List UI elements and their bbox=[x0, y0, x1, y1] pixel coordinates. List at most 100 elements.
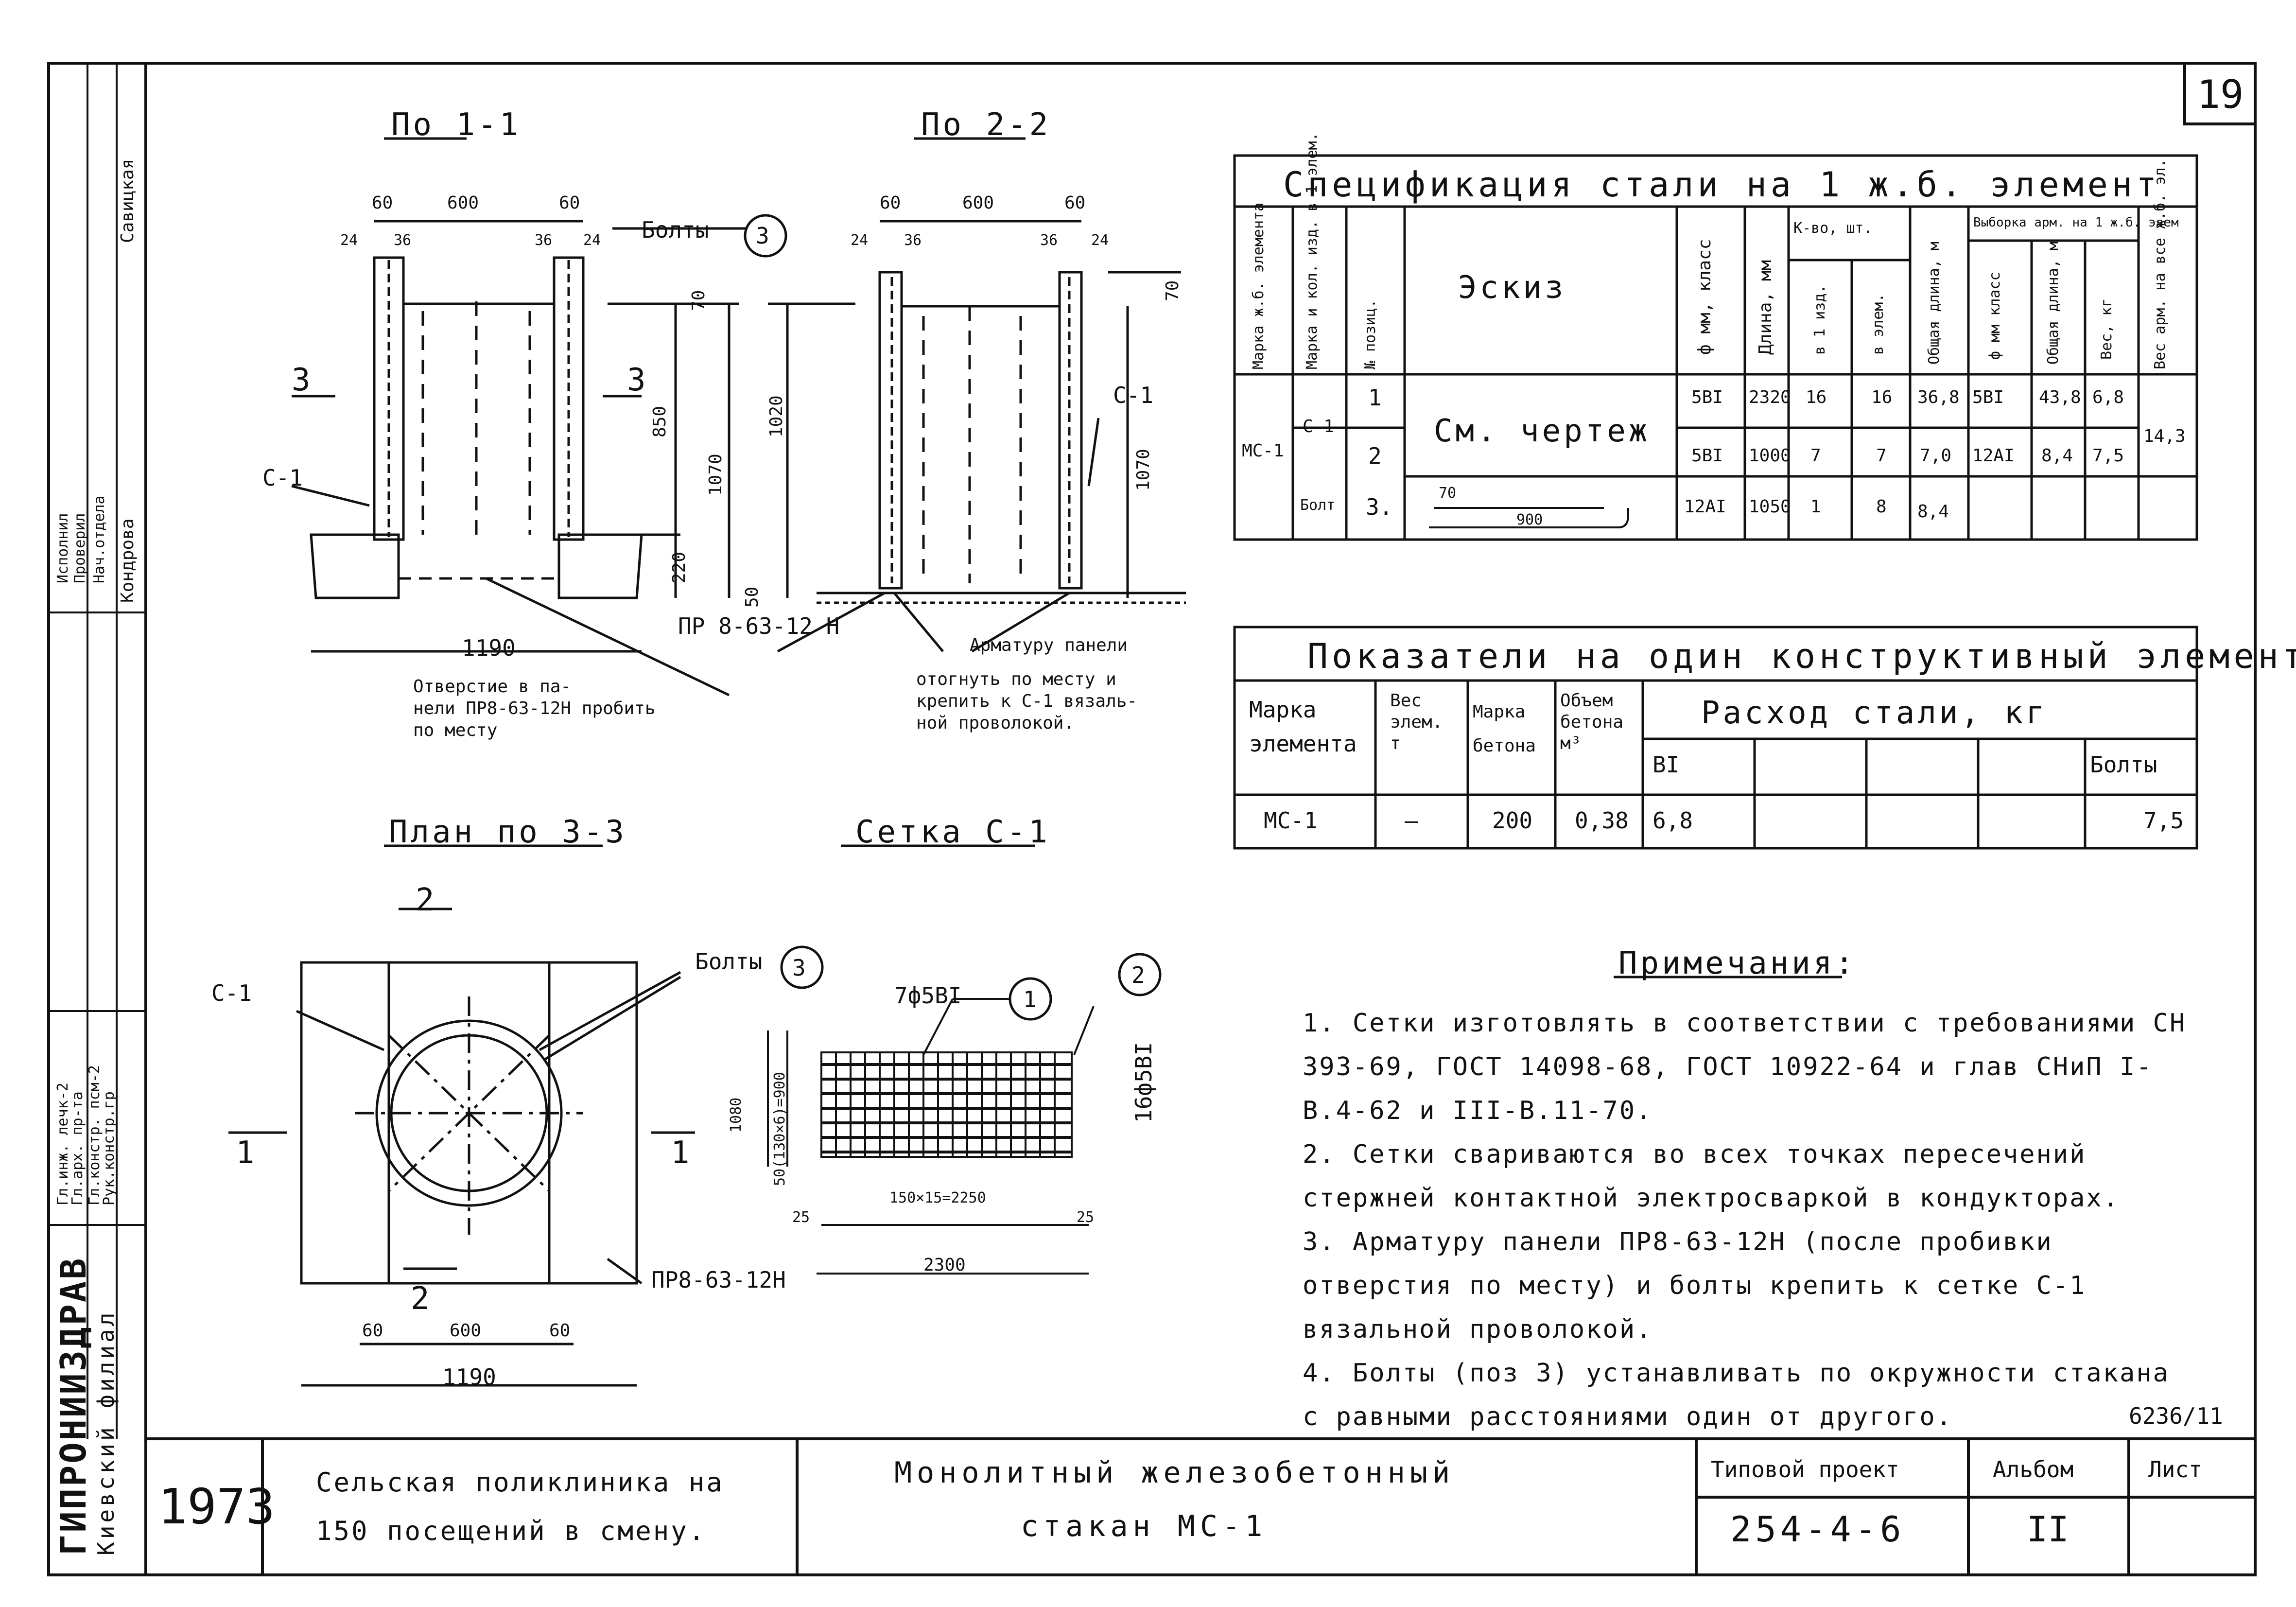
note-item-3: 3. Арматуру панели ПР8-63-12Н (после про… bbox=[1303, 1227, 2087, 1344]
callout-1-mesh bbox=[1009, 977, 1052, 1021]
dim-1190-plan: 1190 bbox=[442, 1364, 496, 1390]
ind-mark: МС-1 bbox=[1264, 807, 1318, 834]
section-mark-1-right: 1 bbox=[671, 1135, 693, 1171]
name-1: Савицкая bbox=[118, 158, 138, 243]
callout-3-section bbox=[744, 214, 787, 258]
spec-r2-sel-len: 8,4 bbox=[2041, 446, 2073, 466]
spec-table-title: Спецификация стали на 1 ж.б. элемент bbox=[1283, 165, 2161, 205]
ind-b1: 6,8 bbox=[1652, 807, 1693, 834]
spec-element: МС-1 bbox=[1242, 441, 1284, 461]
ind-h-concrete: Марка бетона bbox=[1473, 702, 1536, 756]
label-pr-plan: ПР8-63-12Н bbox=[651, 1267, 786, 1293]
dim-600-plan: 600 bbox=[450, 1321, 482, 1341]
spec-r3-sketch-b: 900 bbox=[1516, 511, 1543, 528]
spec-sketch-ref: См. чертеж bbox=[1434, 413, 1651, 449]
name-2: Кондрова bbox=[118, 518, 138, 603]
ind-concrete: 200 bbox=[1492, 807, 1533, 834]
spec-h-total: Общая длина, м bbox=[1926, 242, 1943, 365]
spec-r2-qty-elem: 7 bbox=[1876, 446, 1887, 466]
ind-bolts: 7,5 bbox=[2143, 807, 2184, 834]
role-5: Исполнил bbox=[54, 513, 71, 584]
spec-h-element: Марка ж.б. элемента bbox=[1250, 202, 1267, 369]
ind-weight: — bbox=[1405, 807, 1418, 834]
dim-2300: 2300 bbox=[923, 1255, 966, 1275]
note-hole-2: нели ПР8-63-12Н пробить bbox=[413, 699, 656, 718]
dim-1020: 1020 bbox=[766, 395, 786, 437]
dim-600: 600 bbox=[447, 193, 479, 213]
spec-h-sketch: Эскиз bbox=[1458, 270, 1566, 306]
ind-h-bolts: Болты bbox=[2090, 751, 2157, 778]
dim-1070-s2: 1070 bbox=[1133, 449, 1153, 491]
section-mark-2-bottom: 2 bbox=[411, 1281, 433, 1317]
spec-r2-dia: 5ВI bbox=[1691, 446, 1723, 466]
section-mark-2-top: 2 bbox=[416, 882, 437, 918]
role-4: Рук.констр.гр bbox=[101, 1091, 118, 1205]
spec-r3-qty-elem: 8 bbox=[1876, 497, 1887, 517]
callout-3-plan bbox=[780, 945, 824, 989]
sheet-number: 19 bbox=[2197, 72, 2244, 117]
title-year: 1973 bbox=[158, 1478, 275, 1535]
role-3: Гл.констр. псм-2 bbox=[86, 1065, 103, 1205]
spec-r1-sel-dia: 5ВI bbox=[1972, 387, 2004, 407]
note-item-2: 2. Сетки свариваются во всех точках пере… bbox=[1303, 1140, 2120, 1213]
label-c1-section: С-1 bbox=[262, 465, 303, 491]
spec-r3-item: Болт bbox=[1300, 497, 1336, 514]
spec-h-qty-prod: в 1 изд. bbox=[1811, 284, 1828, 355]
dim-850: 850 bbox=[650, 405, 670, 437]
spec-r1-pos: 1 bbox=[1368, 384, 1382, 411]
spec-r1-qty-prod: 16 bbox=[1806, 387, 1827, 407]
spec-h-sel-w: Вес, кг bbox=[2098, 298, 2115, 360]
spec-r1-dia: 5ВI bbox=[1691, 387, 1723, 407]
label-mesh-side-bar: 16ф5ВI bbox=[1131, 1042, 1157, 1123]
dim-60-left: 60 bbox=[372, 193, 393, 213]
dim-60-plan-right: 60 bbox=[549, 1321, 571, 1341]
title-project: Сельская поликлиника на 150 посещений в … bbox=[316, 1467, 724, 1546]
dim-24-s2-left: 24 bbox=[851, 232, 869, 249]
dim-25-right: 25 bbox=[1077, 1209, 1095, 1226]
dim-1190-section: 1190 bbox=[462, 635, 516, 661]
spec-h-sel-len: Общая длина, м bbox=[2045, 242, 2062, 365]
dim-60-plan-left: 60 bbox=[362, 1321, 383, 1341]
spec-r3-pos: 3. bbox=[1366, 494, 1393, 520]
dim-24-s2-right: 24 bbox=[1091, 232, 1109, 249]
spec-r3-dia: 12АI bbox=[1684, 497, 1726, 517]
view-title-section-2-2: По 2-2 bbox=[921, 107, 1051, 143]
type-project-label: Типовой проект bbox=[1711, 1456, 1899, 1483]
dim-24-left: 24 bbox=[340, 232, 358, 249]
spec-h-product: Марка и кол. изд. в 1 элем. bbox=[1304, 132, 1321, 369]
label-mesh-top-bar: 7ф5ВI bbox=[894, 982, 962, 1009]
callout-3-label: 3 bbox=[756, 223, 769, 249]
spec-r1-qty-elem: 16 bbox=[1871, 387, 1893, 407]
spec-r1-sel-len: 43,8 bbox=[2039, 387, 2081, 407]
org-branch: Киевский филиал bbox=[93, 1310, 119, 1555]
dim-36-s2-left: 36 bbox=[904, 232, 922, 249]
section-mark-1-left: 1 bbox=[236, 1135, 258, 1171]
sheet-label: Лист bbox=[2148, 1456, 2202, 1483]
notes-title: Примечания: bbox=[1618, 945, 1857, 981]
spec-h-qty: К-во, шт. bbox=[1793, 220, 1873, 237]
section-mark-3-right: 3 bbox=[627, 362, 649, 398]
dim-25-left: 25 bbox=[792, 1209, 810, 1226]
spec-r3-len: 1050 bbox=[1749, 497, 1791, 517]
spec-r2-sel-dia: 12АI bbox=[1972, 446, 2015, 466]
spec-h-sel-dia: ф мм класс bbox=[1986, 272, 2003, 360]
dim-70: 70 bbox=[689, 290, 709, 311]
spec-h-len: Длина, мм bbox=[1756, 260, 1775, 355]
callout-3-plan-label: 3 bbox=[792, 955, 806, 981]
dim-mesh-v: 50(130×6)=900 bbox=[771, 1072, 788, 1186]
ind-h-mark: Марка элемента bbox=[1249, 697, 1357, 757]
spec-r2-qty-prod: 7 bbox=[1810, 446, 1821, 466]
dim-1070-a: 1070 bbox=[706, 454, 726, 496]
label-bolts-plan: Болты bbox=[695, 948, 763, 975]
ind-h-b1: ВI bbox=[1652, 751, 1680, 778]
view-title-plan-3-3: План по 3-3 bbox=[389, 814, 627, 850]
note-rebar-2: отогнуть по месту и bbox=[916, 669, 1116, 689]
dim-36-s2-right: 36 bbox=[1040, 232, 1058, 249]
title-line-1: Монолитный железобетонный bbox=[894, 1456, 1455, 1490]
note-rebar-4: ной проволокой. bbox=[916, 713, 1075, 733]
note-rebar-3: крепить к С-1 вязаль- bbox=[916, 691, 1138, 711]
view-title-mesh-c1: Сетка С-1 bbox=[855, 814, 1050, 850]
role-2: Гл.арх. пр-та bbox=[69, 1091, 86, 1205]
callout-2-label: 2 bbox=[1131, 962, 1145, 988]
dim-24-right: 24 bbox=[583, 232, 601, 249]
